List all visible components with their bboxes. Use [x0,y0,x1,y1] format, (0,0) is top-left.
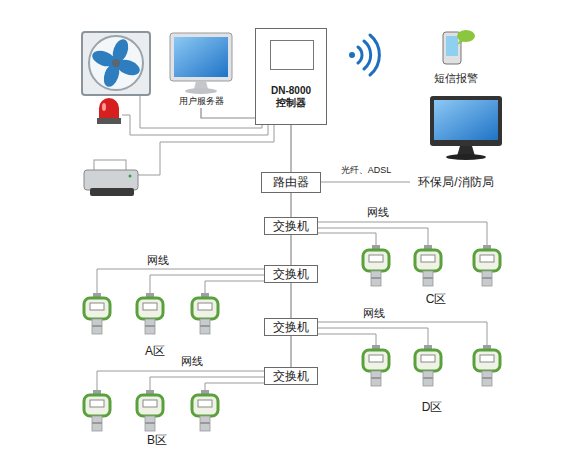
gas-detector [137,293,163,334]
node-text: 交换机 [273,368,309,385]
gas-detector [474,245,500,286]
zone-label: D区 [422,401,443,415]
network-link [290,125,291,172]
node-text: 用户服务器 [179,95,224,108]
cable-label: 网线 [367,206,389,219]
gas-detector [192,293,218,334]
wireless-icon [349,35,379,75]
switch-box: 交换机 [264,265,318,283]
node-text: 路由器 [273,174,309,191]
gas-detector [137,390,163,431]
switch-box: 交换机 [264,367,318,385]
fan-icon [82,32,150,95]
network-link [290,283,291,318]
node-text: 交换机 [273,218,309,235]
gas-detector [192,390,218,431]
zone-label: A区 [145,345,165,359]
network-link [290,235,291,265]
printer-icon [84,160,138,196]
node-text: DN-8000 控制器 [265,85,317,109]
gas-detector [363,245,389,286]
switch-box: 交换机 [264,217,318,235]
cable-label: 网线 [363,307,385,320]
network-link [290,336,291,367]
gas-detector [415,345,441,386]
cable-label: 网线 [147,254,169,267]
link-label: 光纤、ADSL [341,165,392,175]
alarm-label: 短信报警 [434,72,478,85]
alarm-light-icon [97,98,121,124]
network-link [290,193,291,217]
gas-detector [474,345,500,386]
switch-box: 交换机 [264,318,318,336]
gas-detector [84,390,110,431]
gas-detector [415,245,441,286]
controller-box: DN-8000 控制器 [255,28,327,125]
node-text: 交换机 [273,266,309,283]
gas-detector [363,345,389,386]
agency-label: 环保局/消防局 [418,176,493,190]
gas-detectors [84,245,500,431]
zone-label: B区 [147,434,167,448]
cable-wires [97,95,487,390]
cable-label: 网线 [181,355,203,368]
router-box: 路由器 [261,172,321,193]
display-screen [270,40,314,70]
server-monitor-icon [170,33,232,94]
monitor-icon [430,96,502,160]
node-text: 交换机 [273,319,309,336]
phone-icon [443,30,475,64]
zone-label: C区 [426,293,447,307]
gas-detector [84,293,110,334]
network-link [201,108,255,118]
server-caption: 用户服务器 [165,30,237,108]
